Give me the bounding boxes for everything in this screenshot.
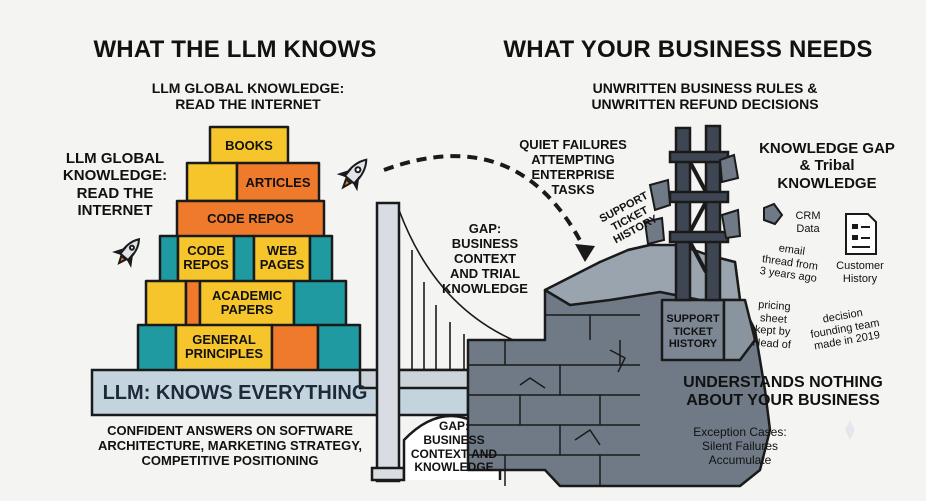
block-yellow-left	[185, 161, 239, 203]
block-web-pages	[252, 234, 312, 284]
rebar-tower	[668, 124, 730, 302]
block-orange-b	[184, 279, 202, 328]
arrow-head	[575, 244, 595, 262]
document-icon	[845, 213, 877, 255]
knows-everything-banner	[90, 368, 470, 417]
block-teal-a	[158, 234, 180, 284]
right-heading: WHAT YOUR BUSINESS NEEDS	[503, 36, 873, 63]
block-label-code-repos-wide: CODE REPOS	[207, 211, 294, 226]
sparkle-icon	[845, 420, 855, 440]
support-ticket-label: SUPPORT TICKET HISTORY	[666, 313, 720, 351]
right-top-label: UNWRITTEN BUSINESS RULES & UNWRITTEN REF…	[591, 80, 819, 113]
dashed-arrow	[383, 154, 587, 251]
block-code-repos-wide	[175, 199, 326, 239]
knows-everything-text: LLM: KNOWS EVERYTHING	[102, 382, 368, 404]
quiet-failures-label: QUIET FAILURES ATTEMPTING ENTERPRISE TAS…	[519, 137, 627, 197]
block-label-web-pages: WEB PAGES	[259, 243, 305, 273]
wall-fragments	[643, 153, 784, 246]
block-label-academic-papers: ACADEMIC PAPERS	[211, 288, 283, 318]
knowledge-gap-label: KNOWLEDGE GAP & Tribal KNOWLEDGE	[759, 140, 895, 192]
support-ticket-block	[660, 298, 726, 362]
block-label-code-repos: CODE REPOS	[183, 243, 229, 273]
exception-cases-label: Exception Cases: Silent Failures Accumul…	[693, 425, 787, 467]
rocket-icon-small	[112, 238, 141, 269]
left-side-label: LLM GLOBAL KNOWLEDGE: READ THE INTERNET	[62, 150, 168, 219]
block-orange-c	[270, 323, 320, 373]
block-teal-f	[316, 323, 362, 373]
left-bottom-caption: CONFIDENT ANSWERS ON SOFTWARE ARCHITECTU…	[97, 423, 363, 468]
block-label-general-principles: GENERAL PRINCIPLES	[184, 332, 263, 362]
customer-history-label: Customer History	[836, 260, 884, 285]
rocket-icon	[336, 158, 368, 192]
block-teal-c	[308, 234, 334, 284]
block-teal-d	[292, 279, 348, 328]
understands-nothing-label: UNDERSTANDS NOTHING ABOUT YOUR BUSINESS	[683, 374, 883, 410]
block-label-books: BOOKS	[225, 138, 273, 153]
pricing-sheet-label: pricing sheet kept by Head of	[752, 298, 792, 352]
knowledge-stack	[136, 125, 362, 373]
block-teal-e	[136, 323, 178, 373]
bridge-pillar	[375, 201, 401, 483]
left-heading: WHAT THE LLM KNOWS	[93, 36, 377, 63]
block-label-articles: ARTICLES	[245, 175, 311, 190]
block-yellow-b	[144, 279, 188, 328]
crm-data-label: CRM Data	[795, 210, 821, 235]
gap-top-label: GAP: BUSINESS CONTEXT AND TRIAL KNOWLEDG…	[442, 221, 528, 296]
gap-bottom-label: GAP: BUSINESS CONTEXT AND KNOWLEDGE	[410, 419, 498, 475]
left-top-label: LLM GLOBAL KNOWLEDGE: READ THE INTERNET	[151, 80, 345, 113]
block-teal-b	[232, 234, 256, 284]
